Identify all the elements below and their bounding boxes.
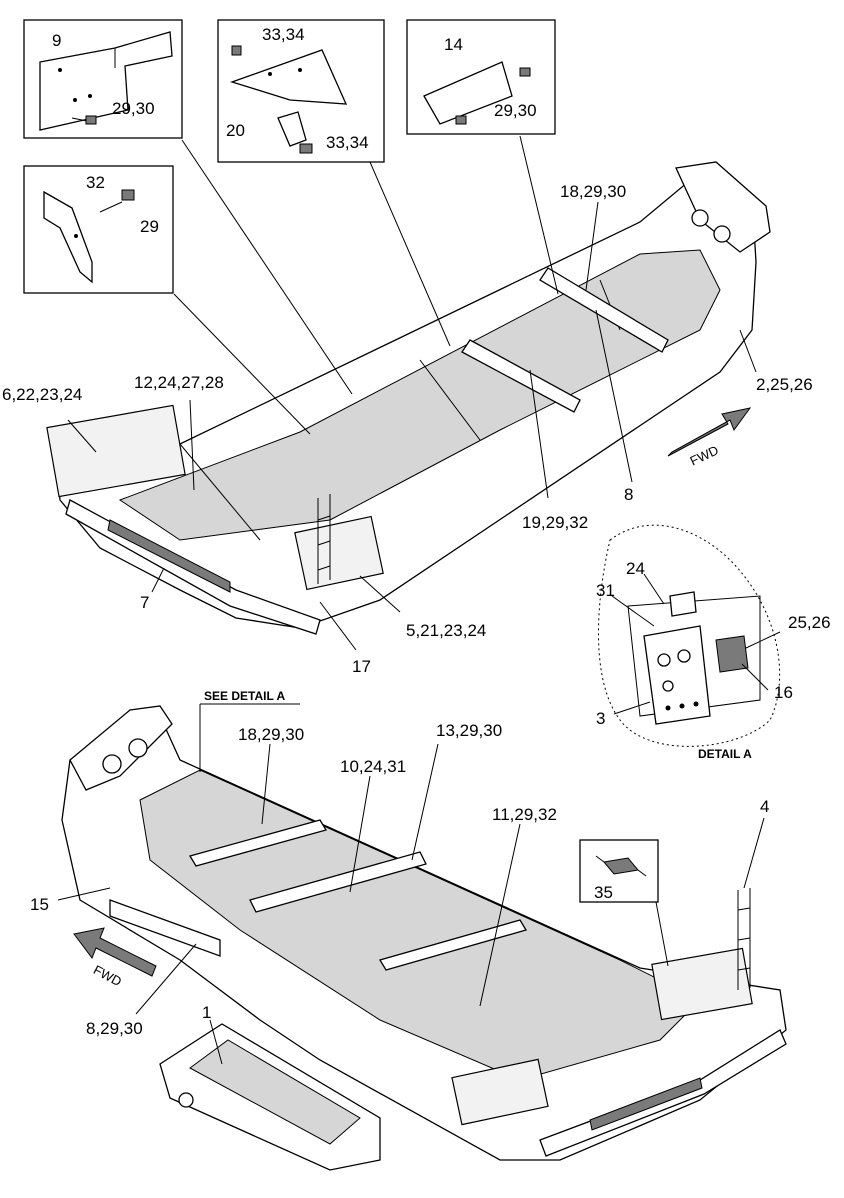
inset-part-9: 9 29,30	[23, 19, 183, 139]
callout-10-24-31: 10,24,31	[340, 757, 406, 776]
label-item-14: 14	[444, 35, 463, 54]
callout-6-22-23-24: 6,22,23,24	[2, 385, 82, 404]
detail-callout-31: 31	[596, 581, 615, 600]
label-hw-33-34-bottom: 33,34	[326, 133, 369, 152]
label-item-9: 9	[52, 31, 61, 50]
label-hw-29: 29	[140, 217, 159, 236]
callout-11-29-32: 11,29,32	[492, 805, 557, 824]
inset-part-35: 35	[579, 839, 659, 903]
fwd-label-lower: FWD	[91, 962, 124, 989]
callout-4: 4	[760, 797, 769, 816]
callout-8-29-30: 8,29,30	[86, 1019, 143, 1038]
detail-callout-25-26: 25,26	[788, 613, 831, 632]
callout-2-25-26: 2,25,26	[756, 375, 813, 394]
fwd-label-upper: FWD	[688, 442, 721, 468]
detail-callout-3: 3	[596, 709, 605, 728]
callout-18-29-30-upper: 18,29,30	[560, 182, 626, 201]
detail-callout-24: 24	[626, 559, 645, 578]
label-item-35: 35	[594, 883, 613, 902]
callout-18-29-30-lower: 18,29,30	[238, 725, 304, 744]
callout-13-29-30: 13,29,30	[436, 721, 502, 740]
inset-part-20: 33,34 20 33,34	[217, 19, 385, 163]
lower-frame-view: FWD SEE DETAIL A 18,29,30 13,29,30 10,24…	[30, 689, 787, 1171]
inset-part-32: 32 29	[23, 165, 174, 294]
callout-19-29-32: 19,29,32	[522, 513, 588, 532]
inset-part-14: 14 29,30	[406, 19, 556, 135]
callout-15: 15	[30, 895, 49, 914]
see-detail-a-label: SEE DETAIL A	[204, 689, 285, 703]
callout-7: 7	[140, 593, 149, 612]
detail-a: 24 31 25,26 16 3 DETAIL A	[596, 524, 831, 761]
callout-1: 1	[202, 1003, 211, 1022]
detail-a-title: DETAIL A	[698, 747, 752, 761]
label-item-32: 32	[86, 173, 105, 192]
callout-17: 17	[352, 657, 371, 676]
label-hw-29-30-b: 29,30	[494, 101, 537, 120]
callout-8-upper: 8	[624, 485, 633, 504]
label-item-20: 20	[226, 121, 245, 140]
label-hw-33-34-top: 33,34	[262, 25, 305, 44]
detail-callout-16: 16	[774, 683, 793, 702]
label-hw-29-30-a: 29,30	[112, 99, 155, 118]
callout-12-24-27-28: 12,24,27,28	[134, 373, 224, 392]
callout-5-21-23-24: 5,21,23,24	[406, 621, 486, 640]
upper-frame-view: FWD 18,29,30 6,22,23,24 12,24,27,28 2,25…	[2, 135, 813, 676]
